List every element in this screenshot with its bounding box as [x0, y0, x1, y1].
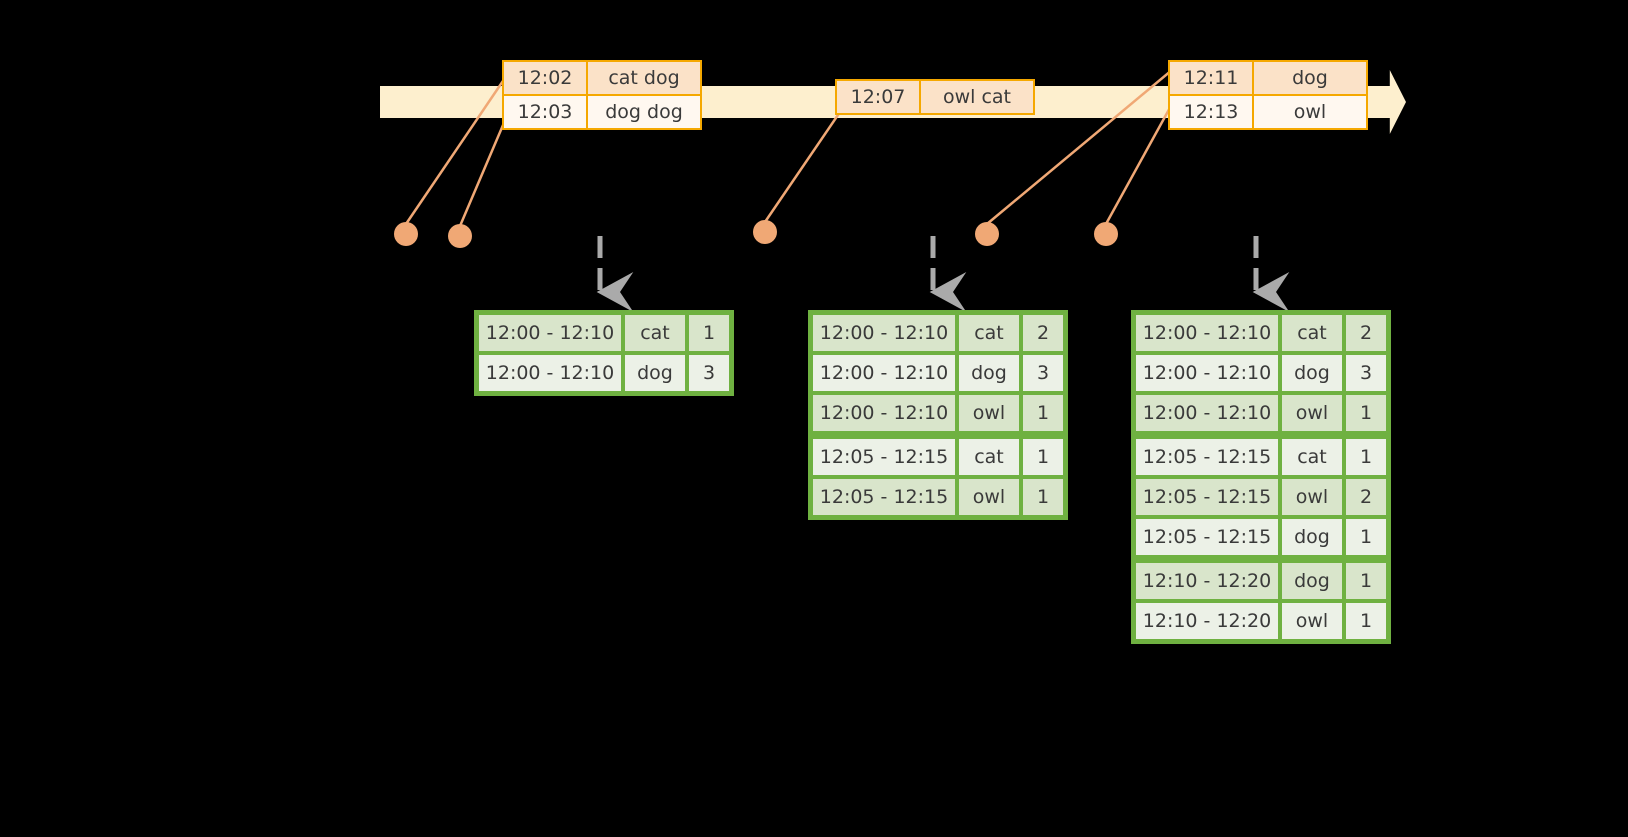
event-time: 12:11: [1170, 62, 1254, 94]
count-cell: 2: [1021, 313, 1065, 353]
word-cell: cat: [957, 313, 1021, 353]
count-cell: 1: [687, 313, 731, 353]
event-words: owl: [1293, 101, 1327, 123]
window-cell: 12:05 - 12:15: [1134, 517, 1280, 557]
window-cell: 12:00 - 12:10: [1134, 313, 1280, 353]
event-words: owl cat: [942, 86, 1012, 108]
event-box-2[interactable]: 12:07 owl cat: [835, 79, 1035, 115]
event-row: 12:03 dog dog: [504, 94, 700, 128]
event-time: 12:03: [504, 96, 588, 128]
connector-3: [763, 111, 842, 223]
word-cell: cat: [1280, 313, 1344, 353]
count-cell: 1: [1021, 437, 1065, 477]
count-cell: 1: [1344, 437, 1388, 477]
word-cell: owl: [1280, 477, 1344, 517]
event-time: 12:13: [1170, 96, 1254, 128]
word-cell: cat: [1280, 437, 1344, 477]
count-cell: 2: [1344, 477, 1388, 517]
event-words: cat dog: [608, 67, 680, 89]
connector-5: [1104, 103, 1174, 225]
window-cell: 12:00 - 12:10: [811, 353, 957, 393]
event-dot-2[interactable]: [448, 224, 472, 248]
event-box-3[interactable]: 12:11 dog 12:13 owl: [1168, 60, 1368, 130]
count-cell: 1: [1344, 517, 1388, 557]
word-cell: owl: [1280, 393, 1344, 433]
window-cell: 12:05 - 12:15: [1134, 437, 1280, 477]
word-cell: owl: [1280, 601, 1344, 641]
event-row: 12:07 owl cat: [837, 81, 1033, 113]
window-cell: 12:00 - 12:10: [811, 313, 957, 353]
window-cell: 12:00 - 12:10: [477, 353, 623, 393]
window-cell: 12:10 - 12:20: [1134, 561, 1280, 601]
word-cell: dog: [623, 353, 687, 393]
count-cell: 1: [1021, 477, 1065, 517]
event-words: dog: [1292, 67, 1328, 89]
word-cell: owl: [957, 477, 1021, 517]
event-time: 12:02: [504, 62, 588, 94]
word-cell: dog: [1280, 517, 1344, 557]
count-cell: 1: [1344, 393, 1388, 433]
event-time: 12:07: [837, 81, 921, 113]
event-row: 12:13 owl: [1170, 94, 1366, 128]
word-cell: dog: [1280, 561, 1344, 601]
word-cell: cat: [957, 437, 1021, 477]
window-cell: 12:05 - 12:15: [811, 477, 957, 517]
event-box-1[interactable]: 12:02 cat dog 12:03 dog dog: [502, 60, 702, 130]
word-cell: owl: [957, 393, 1021, 433]
window-cell: 12:00 - 12:10: [1134, 353, 1280, 393]
window-cell: 12:00 - 12:10: [477, 313, 623, 353]
flow-arrows: [596, 236, 1290, 312]
event-dot-4[interactable]: [975, 222, 999, 246]
count-cell: 2: [1344, 313, 1388, 353]
count-cell: 1: [1344, 601, 1388, 641]
word-cell: cat: [623, 313, 687, 353]
event-row: 12:11 dog: [1170, 62, 1366, 94]
count-cell: 3: [1021, 353, 1065, 393]
window-cell: 12:10 - 12:20: [1134, 601, 1280, 641]
word-cell: dog: [957, 353, 1021, 393]
count-cell: 1: [1021, 393, 1065, 433]
count-cell: 3: [687, 353, 731, 393]
word-cell: dog: [1280, 353, 1344, 393]
event-dot-3[interactable]: [753, 220, 777, 244]
event-row: 12:02 cat dog: [504, 62, 700, 94]
window-cell: 12:00 - 12:10: [811, 393, 957, 433]
event-dot-5[interactable]: [1094, 222, 1118, 246]
window-cell: 12:05 - 12:15: [811, 437, 957, 477]
timeline-arrow-icon: [1370, 70, 1406, 134]
count-cell: 1: [1344, 561, 1388, 601]
count-cell: 3: [1344, 353, 1388, 393]
window-cell: 12:00 - 12:10: [1134, 393, 1280, 433]
event-words: dog dog: [605, 101, 683, 123]
window-cell: 12:05 - 12:15: [1134, 477, 1280, 517]
event-dot-1[interactable]: [394, 222, 418, 246]
